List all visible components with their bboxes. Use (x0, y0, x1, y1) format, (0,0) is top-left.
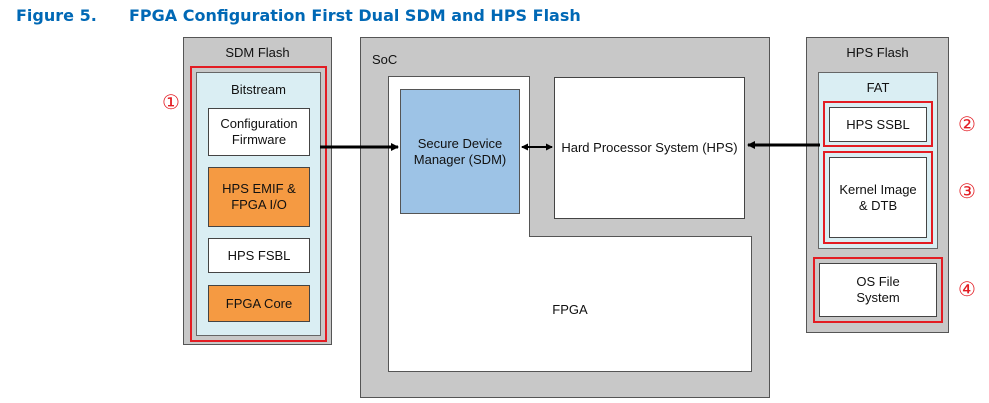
hps-fsbl-box: HPS FSBL (208, 238, 310, 273)
os-file-system-box: OS File System (819, 263, 937, 317)
figure-caption: Figure 5. FPGA Configuration First Dual S… (16, 6, 581, 25)
hps-emif-fpga-io-box: HPS EMIF & FPGA I/O (208, 167, 310, 227)
marker-2: ② (958, 112, 976, 136)
marker-1: ① (162, 90, 180, 114)
hps-box: Hard Processor System (HPS) (554, 77, 745, 219)
soc-title: SoC (372, 52, 398, 67)
kernel-image-highlight (823, 151, 933, 244)
marker-3: ③ (958, 179, 976, 203)
hps-ssbl-highlight (823, 101, 933, 147)
fpga-core-box: FPGA Core (208, 285, 310, 322)
sdm-flash-title: SDM Flash (225, 45, 290, 60)
hps-ssbl-box: HPS SSBL (829, 107, 927, 142)
fpga-region-right (530, 236, 752, 372)
hps-flash-title: HPS Flash (846, 45, 909, 60)
figure-title: FPGA Configuration First Dual SDM and HP… (129, 6, 581, 25)
fpga-label: FPGA (552, 302, 588, 317)
configuration-firmware-box: Configuration Firmware (208, 108, 310, 156)
bitstream-highlight (190, 66, 327, 342)
sdm-box: Secure Device Manager (SDM) (400, 89, 520, 214)
figure-number: Figure 5. (16, 6, 97, 25)
marker-4: ④ (958, 277, 976, 301)
fpga-region-edge (529, 76, 530, 237)
fat-title: FAT (866, 80, 890, 95)
os-file-system-highlight (813, 257, 943, 323)
bitstream-title: Bitstream (231, 82, 286, 97)
kernel-image-dtb-box: Kernel Image & DTB (829, 157, 927, 238)
